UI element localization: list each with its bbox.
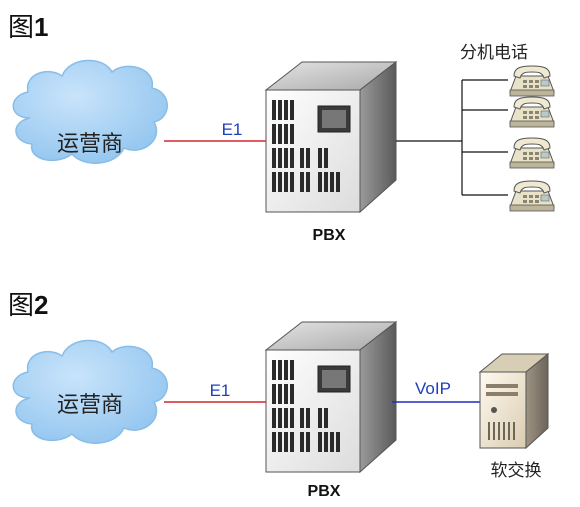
figure1-label-prefix: 图 [8, 13, 35, 43]
figure1-phone-2-icon [509, 96, 555, 128]
figure2-label-prefix: 图 [8, 291, 35, 321]
figure1-pbx-icon [265, 61, 397, 213]
figure2-label: 图2 [8, 292, 48, 319]
figure1-pbx-label: PBX [313, 227, 346, 244]
figure1-phone-3-icon [509, 137, 555, 169]
figure2-pbx-label: PBX [308, 483, 341, 500]
figure1-extension-tree [396, 79, 508, 196]
figure2-carrier-cloud [12, 339, 168, 444]
figure1-label-number: 1 [34, 12, 49, 42]
figure2-e1-label: E1 [210, 381, 231, 400]
figure2-softswitch-label: 软交换 [491, 461, 542, 481]
figure1-phone-4-icon [509, 180, 555, 212]
figure2-pbx-icon [265, 321, 397, 473]
figure1-e1-label: E1 [222, 120, 243, 139]
figure1-phone-1-icon [509, 65, 555, 97]
figure2-carrier-text: 运营商 [57, 393, 123, 418]
figure2-voip-label: VoIP [415, 379, 451, 398]
figure1-extensions-label: 分机电话 [460, 43, 528, 63]
figure2-label-number: 2 [34, 290, 49, 320]
figure1-carrier-cloud [12, 59, 168, 164]
figure2-softswitch-icon [478, 352, 550, 450]
figure1-carrier-text: 运营商 [57, 132, 123, 157]
figure1-label: 图1 [8, 14, 48, 41]
